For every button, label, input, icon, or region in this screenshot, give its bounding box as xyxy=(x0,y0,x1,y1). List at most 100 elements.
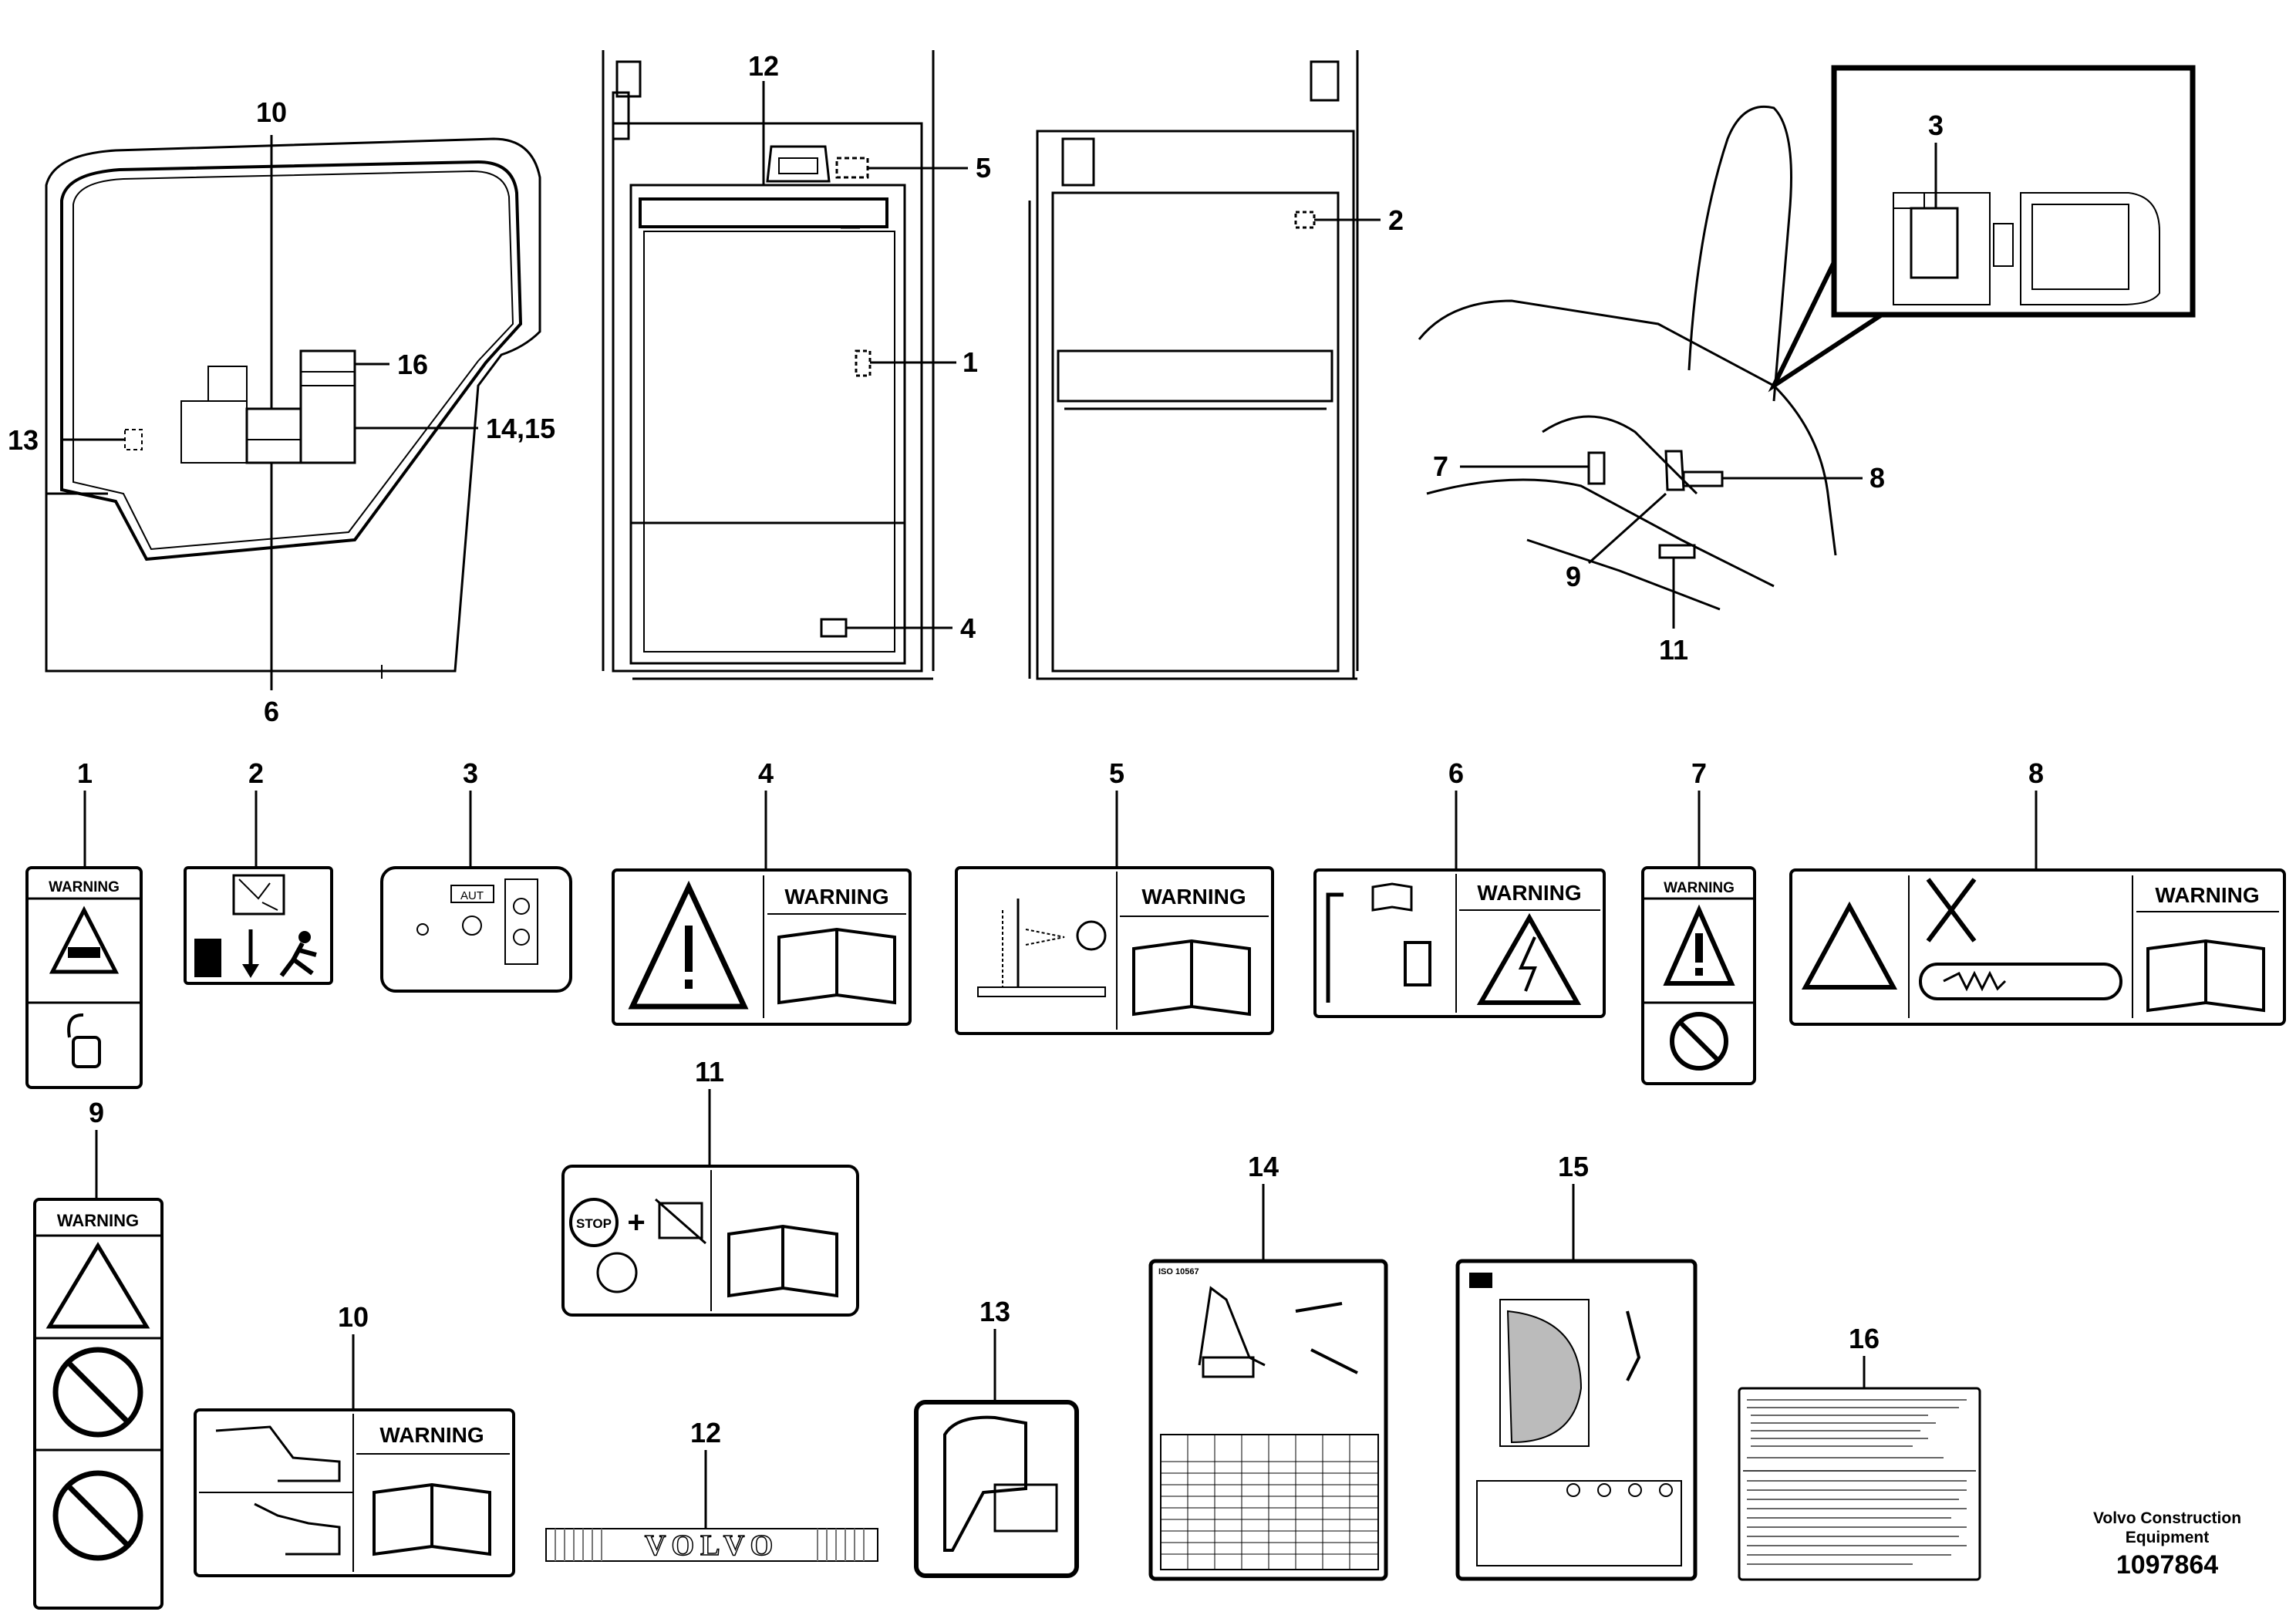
decal-12: VOLVO xyxy=(545,1528,878,1563)
decal-number-3: 3 xyxy=(463,757,478,789)
manual-book-icon xyxy=(727,1224,838,1298)
cab-rear-view xyxy=(1028,50,1359,680)
excavator-icon xyxy=(254,1502,341,1556)
decal-4-warning-text: WARNING xyxy=(784,885,888,909)
decal-number-10: 10 xyxy=(338,1301,369,1333)
footer-part-number: 1097864 xyxy=(2116,1550,2218,1580)
unlock-icon xyxy=(72,1036,101,1068)
cab-door-view xyxy=(45,137,541,679)
track-tension-icon xyxy=(1919,963,2122,1000)
decal-number-5: 5 xyxy=(1109,757,1124,789)
decal-1-warning-text: WARNING xyxy=(49,879,120,895)
prohibited-lock-icon xyxy=(52,1470,143,1561)
decal-number-12: 12 xyxy=(690,1417,721,1448)
decal-10: WARNING xyxy=(194,1408,515,1577)
footer-company-line1: Volvo Construction xyxy=(2093,1509,2241,1527)
callout-16: 16 xyxy=(397,349,428,380)
door-decal-markers xyxy=(62,135,478,690)
stop-engine-icon xyxy=(569,1198,619,1247)
decal-number-6: 6 xyxy=(1448,757,1464,789)
callout-12: 12 xyxy=(748,50,779,82)
decal-number-8: 8 xyxy=(2028,757,2044,789)
callout-7: 7 xyxy=(1433,450,1448,482)
zoom-detail-box xyxy=(1768,65,2196,393)
seat-leaders xyxy=(1460,465,1863,629)
svg-text:+: + xyxy=(627,1206,645,1239)
cab-icon xyxy=(943,1415,1027,1552)
callout-5: 5 xyxy=(976,152,991,184)
callout-14-15: 14,15 xyxy=(486,413,555,444)
battery-switch-icon xyxy=(596,1252,638,1293)
decal-3: AUT xyxy=(380,866,572,993)
decal-16 xyxy=(1738,1387,1981,1581)
decal-2 xyxy=(184,866,333,985)
decal-11: STOP + xyxy=(561,1165,859,1317)
decal-13 xyxy=(914,1400,1079,1578)
decal-5-warning-text: WARNING xyxy=(1141,885,1246,909)
decal-number-14: 14 xyxy=(1248,1151,1279,1182)
decal-9-warning-text: WARNING xyxy=(57,1211,139,1230)
decal-12-stripes xyxy=(555,1529,865,1561)
decal-7: WARNING xyxy=(1641,866,1756,1085)
crush-warning-icon xyxy=(46,1242,150,1329)
callout-8: 8 xyxy=(1870,462,1885,494)
prohibited-unlock-icon xyxy=(52,1347,143,1438)
decal-number-2: 2 xyxy=(248,757,264,789)
decal-number-16: 16 xyxy=(1849,1323,1880,1354)
decal-6: WARNING xyxy=(1313,868,1606,1018)
footer-company-line2: Equipment xyxy=(2126,1529,2210,1546)
decal-8-warning-text: WARNING xyxy=(2155,883,2259,907)
cab-front-leaders xyxy=(762,81,968,629)
cab-front-view xyxy=(602,50,935,680)
callout-10: 10 xyxy=(256,96,287,128)
callout-1: 1 xyxy=(963,346,978,378)
decal-number-15: 15 xyxy=(1558,1151,1589,1182)
operator-head-icon xyxy=(1076,920,1107,951)
decal-number-7: 7 xyxy=(1691,757,1707,789)
callout-13: 13 xyxy=(8,424,39,456)
decal-number-13: 13 xyxy=(979,1296,1010,1327)
exit-window-icon xyxy=(194,939,221,977)
decal-16-fine-print xyxy=(1747,1399,1967,1565)
manual-book-icon xyxy=(1371,882,1413,912)
running-person-icon xyxy=(298,931,311,943)
manual-book-icon xyxy=(777,927,896,1005)
operator-seat-view xyxy=(1418,105,1837,611)
decal-9: WARNING xyxy=(33,1198,164,1610)
battery-icon xyxy=(658,1202,703,1239)
callout-2: 2 xyxy=(1388,204,1404,236)
broken-window-icon xyxy=(232,874,285,916)
decal-7-warning-text: WARNING xyxy=(1664,880,1735,896)
prohibited-icon xyxy=(1670,1012,1728,1071)
decal-1: WARNING xyxy=(25,866,143,1089)
decal-5: WARNING xyxy=(955,866,1274,1035)
decal-6-warning-text: WARNING xyxy=(1477,881,1581,905)
callout-6: 6 xyxy=(264,696,279,727)
callout-9: 9 xyxy=(1566,561,1581,592)
callout-3: 3 xyxy=(1928,110,1944,141)
decal-8: WARNING xyxy=(1789,868,2286,1026)
excavator-icon xyxy=(1198,1286,1266,1367)
callout-11: 11 xyxy=(1659,634,1688,666)
decal-10-warning-text: WARNING xyxy=(379,1423,484,1447)
manual-book-icon xyxy=(2146,939,2265,1013)
decal-14-iso-text: ISO 10567 xyxy=(1158,1267,1199,1276)
decal-14: ISO 10567 xyxy=(1148,1259,1388,1581)
callout-4: 4 xyxy=(960,612,976,644)
decal-4: WARNING xyxy=(612,868,912,1026)
manual-book-icon xyxy=(1132,939,1251,1017)
decal-11-stop-text: STOP xyxy=(576,1216,612,1231)
lifting-capacity-chart xyxy=(1499,1299,1590,1447)
excavator-icon xyxy=(215,1425,341,1482)
manual-book-icon xyxy=(373,1482,491,1556)
electric-hazard-icon xyxy=(1476,912,1582,1005)
decal-number-4: 4 xyxy=(758,757,774,789)
warning-triangle-icon xyxy=(1663,904,1735,986)
decal-number-1: 1 xyxy=(77,757,93,789)
decal-3-aut-label: AUT xyxy=(460,889,484,902)
decal-number-9: 9 xyxy=(89,1097,104,1128)
hand-crush-warning-icon xyxy=(1801,901,1898,990)
decal-12-brand: VOLVO xyxy=(645,1529,779,1562)
warning-triangle-icon xyxy=(628,880,749,1010)
